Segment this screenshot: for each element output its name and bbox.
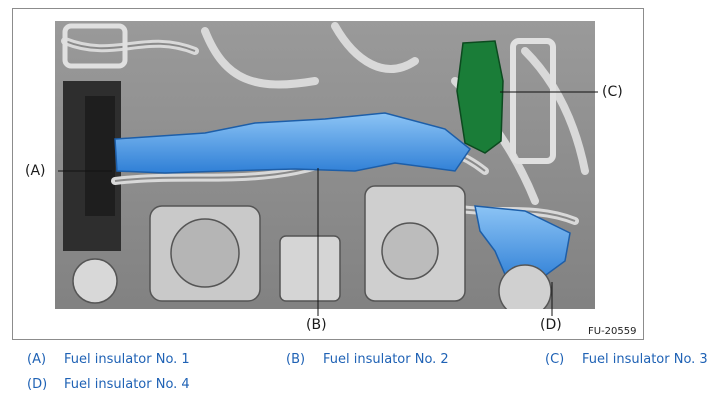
legend-key-c: (C) xyxy=(545,352,565,367)
legend-row-2: (D) Fuel insulator No. 4 xyxy=(0,377,727,395)
callout-a: (A) xyxy=(25,163,46,179)
legend-key-b: (B) xyxy=(286,352,306,367)
legend-key-d: (D) xyxy=(27,377,48,392)
legend-row-1: (A) Fuel insulator No. 1 (B) Fuel insula… xyxy=(0,352,727,370)
callout-d: (D) xyxy=(540,317,562,333)
legend-label-a: Fuel insulator No. 1 xyxy=(64,352,190,367)
legend-label-d: Fuel insulator No. 4 xyxy=(64,377,190,392)
legend-label-c: Fuel insulator No. 3 xyxy=(582,352,708,367)
figure-code: FU-20559 xyxy=(588,326,637,337)
legend-label-b: Fuel insulator No. 2 xyxy=(323,352,449,367)
legend-key-a: (A) xyxy=(27,352,47,367)
engine-illustration xyxy=(55,21,595,309)
callout-b: (B) xyxy=(306,317,327,333)
callout-c: (C) xyxy=(602,84,623,100)
